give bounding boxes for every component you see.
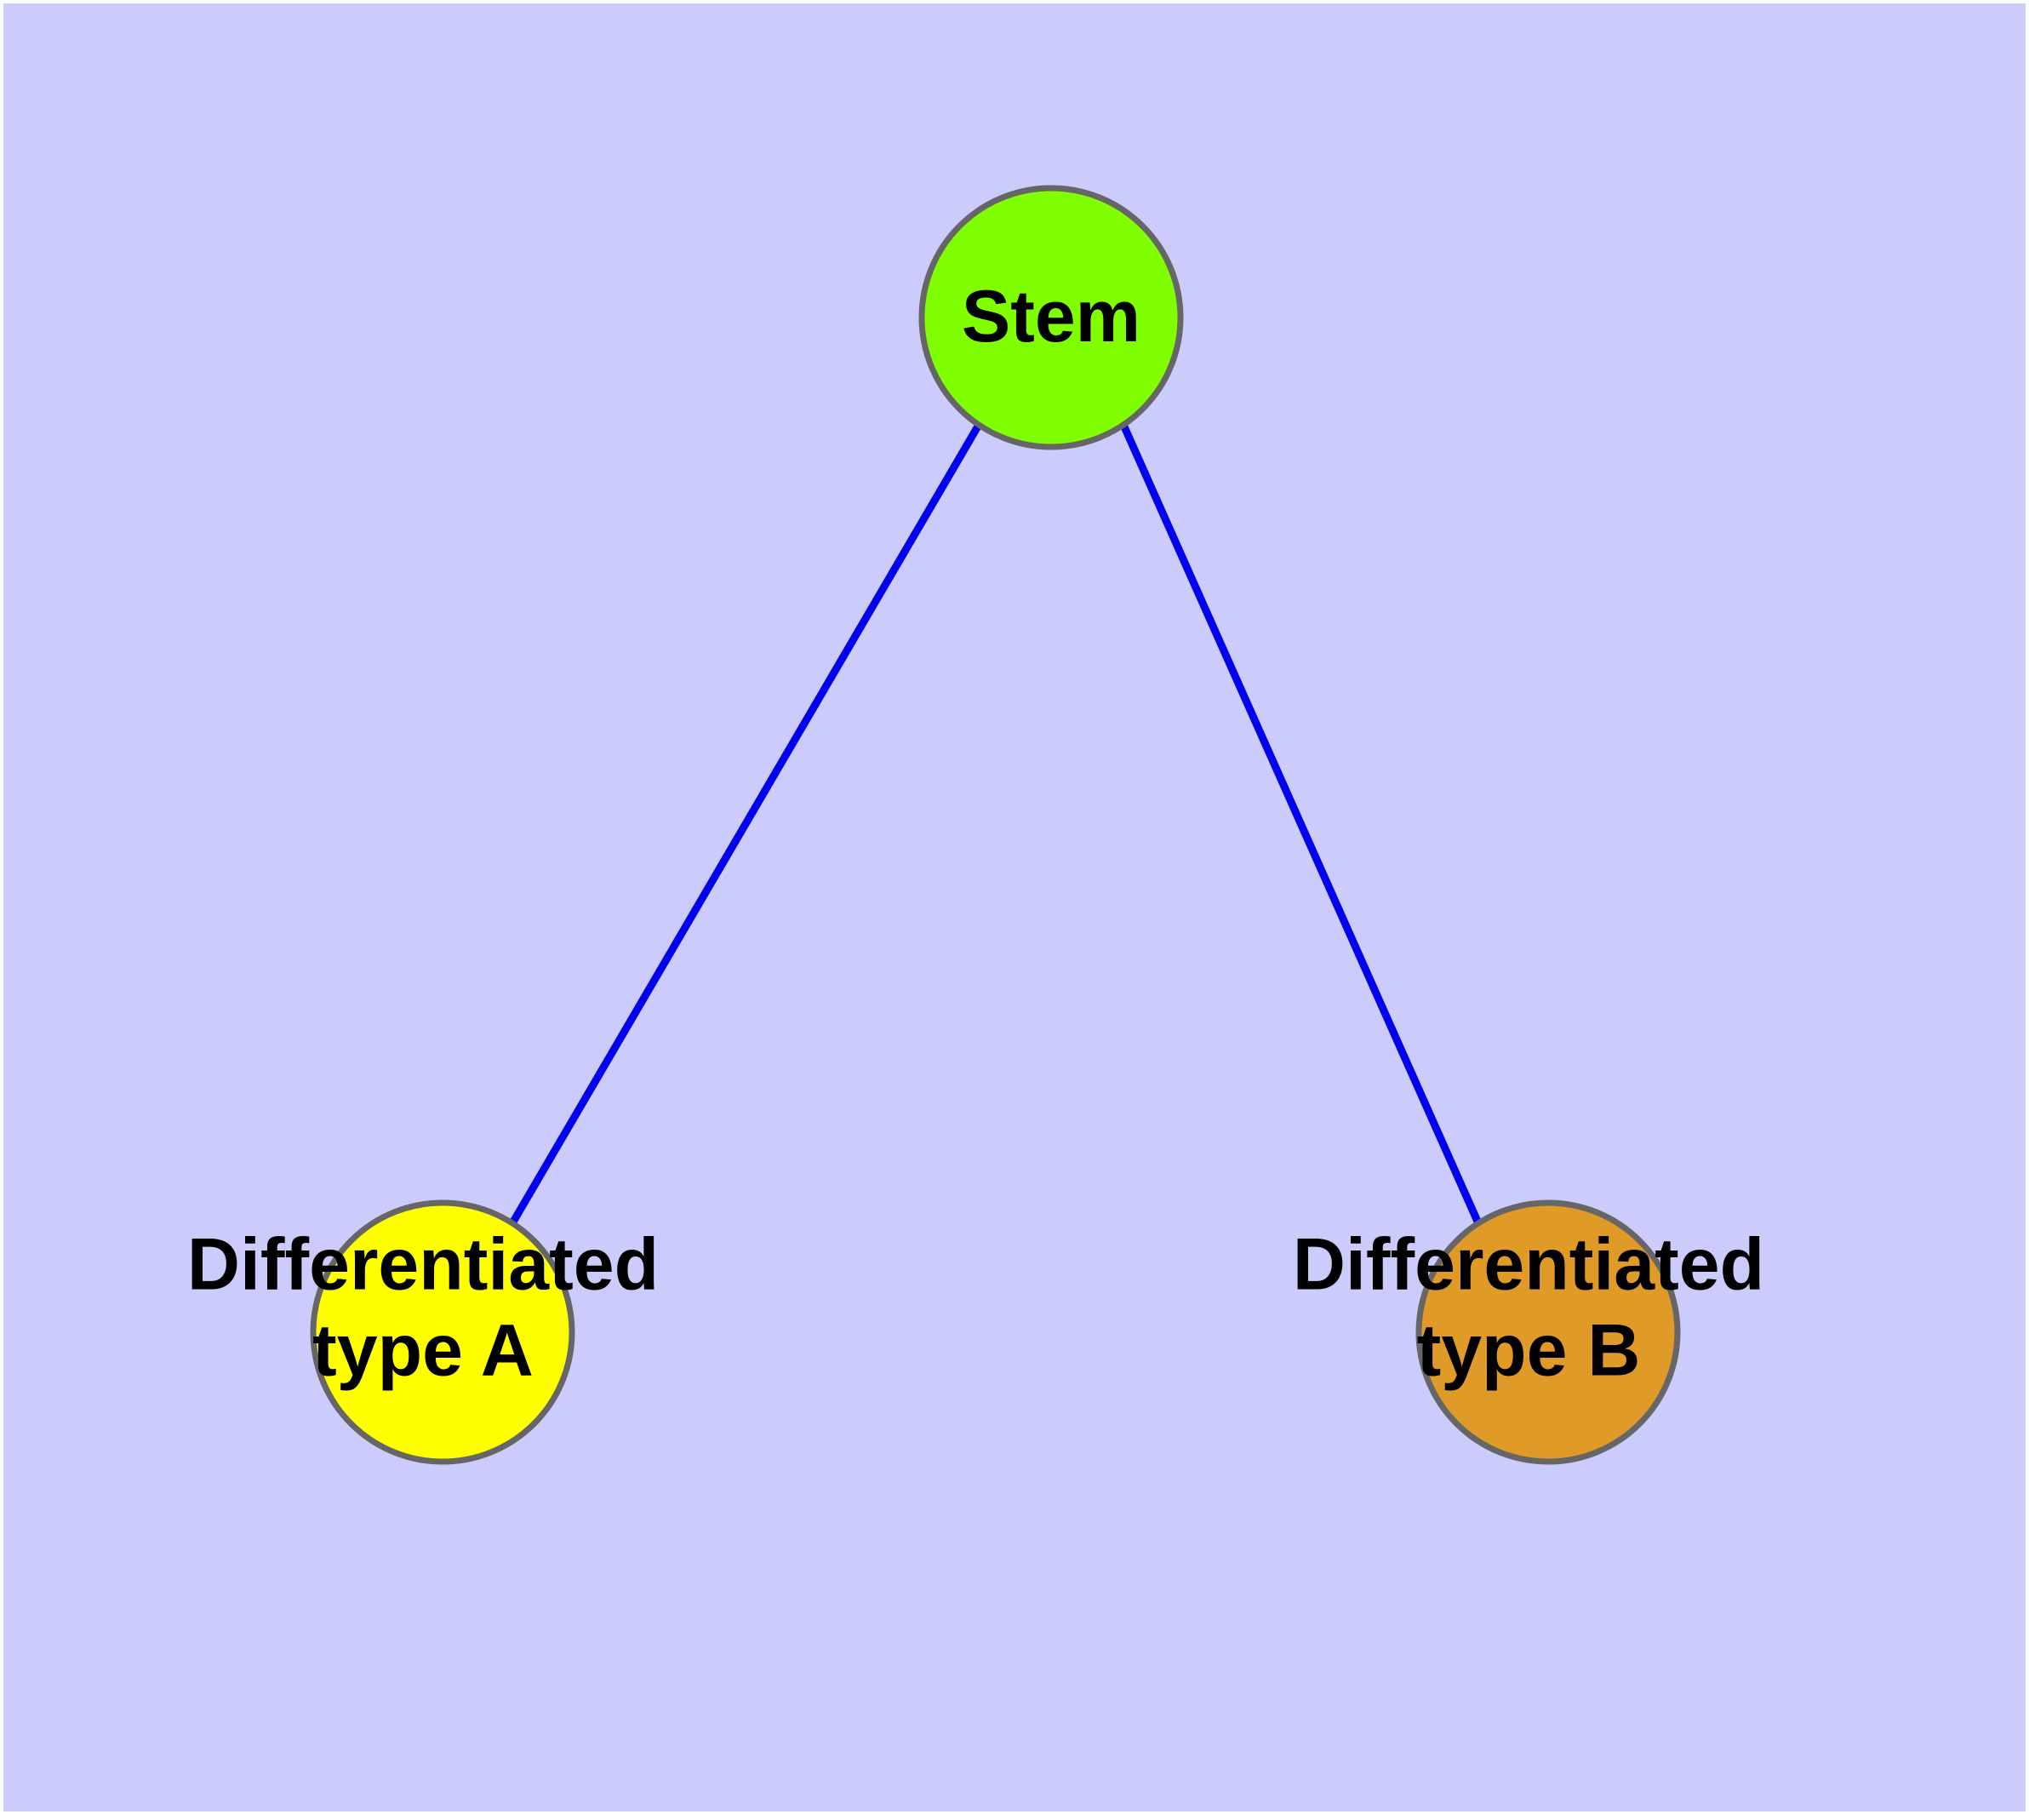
edge-stem-to-diff-b [1119, 423, 1483, 1225]
node-diff-a[interactable] [310, 1199, 575, 1465]
node-stem[interactable] [918, 185, 1184, 450]
node-diff-b[interactable] [1415, 1199, 1681, 1465]
nodes-layer [310, 185, 1681, 1465]
edge-stem-to-diff-a [509, 422, 982, 1226]
node-label-line: type A [312, 1309, 534, 1391]
node-label-line: type B [1417, 1309, 1641, 1391]
node-label-line: Differentiated [1293, 1223, 1764, 1305]
node-label-stem: Stem [962, 276, 1140, 358]
node-label-line: Differentiated [187, 1223, 659, 1305]
edges-layer [509, 422, 1483, 1226]
node-label-line: Stem [962, 276, 1140, 358]
